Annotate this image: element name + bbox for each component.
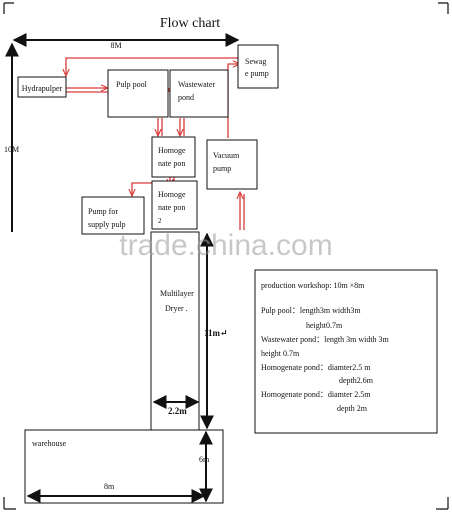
homogenate-pond-2-label-1: Homoge <box>158 190 186 199</box>
pulp-pool-label: Pulp pool <box>116 80 148 89</box>
vacuum-pump-label-1: Vacuum <box>213 151 240 160</box>
pump-supply-box: Pump for supply pulp <box>81 196 145 235</box>
homogenate-pond-2-box: Homoge nate pon 2 <box>151 180 198 230</box>
chart-title: Flow chart <box>160 16 220 31</box>
note-line-5: height 0.7m <box>261 349 300 358</box>
note-line-7: depth2.6m <box>339 376 374 385</box>
pulp-pool-box: Pulp pool <box>107 69 169 118</box>
vacuum-pump-label-2: pump <box>213 164 231 173</box>
homogenate-pond-1-box: Homoge nate pon <box>151 136 196 178</box>
left-height-label: 10M <box>4 145 19 154</box>
wastewater-pond-label-2: pond <box>178 93 194 102</box>
pump-supply-label-1: Pump for <box>88 207 118 216</box>
sewage-pump-label-2: e pump <box>245 69 269 78</box>
hydrapulper-label: Hydrapulper <box>22 84 63 93</box>
watermark: trade.china.com <box>119 229 332 262</box>
homogenate-pond-2-label-2: nate pon <box>158 203 185 212</box>
frame-corners <box>3 2 449 510</box>
warehouse-label: warehouse <box>32 439 67 448</box>
homogenate-pond-1-label-2: nate pon <box>158 159 185 168</box>
dryer-width-label: 2.2m <box>168 406 187 416</box>
hydrapulper-box: Hydrapulper <box>17 76 67 98</box>
note-line-4: Wastewater pond：length 3m width 3m <box>261 335 390 344</box>
multilayer-dryer-label-1: Multilayer <box>160 289 194 298</box>
note-line-2: Pulp pool：length3m width3m <box>261 306 361 315</box>
sewage-pump-box: Sewag e pump <box>237 44 279 89</box>
warehouse-width-label: 8m <box>104 482 115 491</box>
specifications-note-box: production workshop: 10m ×8m Pulp pool：l… <box>254 269 438 434</box>
vacuum-pump-box: Vacuum pump <box>206 139 258 190</box>
sewage-pump-label-1: Sewag <box>245 57 266 66</box>
top-width-label: 8M <box>110 41 121 50</box>
multilayer-dryer-label-2: Dryer . <box>165 304 188 313</box>
note-line-1: production workshop: 10m ×8m <box>261 281 365 290</box>
homogenate-pond-2-label-3: 2 <box>158 217 162 225</box>
dryer-height-label: 11m↵ <box>204 328 228 338</box>
note-line-9: depth 2m <box>337 404 368 413</box>
warehouse-box: warehouse <box>24 429 224 504</box>
note-line-8: Homogenate pond：diamter 2.5m <box>261 390 371 399</box>
wastewater-pond-box: Wastewater pond <box>169 69 229 118</box>
warehouse-height-label: 6m <box>199 455 210 464</box>
wastewater-pond-label-1: Wastewater <box>178 80 215 89</box>
note-line-3: height0.7m <box>306 321 343 330</box>
note-line-6: Homogenate pond：diamter2.5 m <box>261 363 371 372</box>
homogenate-pond-1-label-1: Homoge <box>158 146 186 155</box>
pump-supply-label-2: supply pulp <box>88 220 126 229</box>
